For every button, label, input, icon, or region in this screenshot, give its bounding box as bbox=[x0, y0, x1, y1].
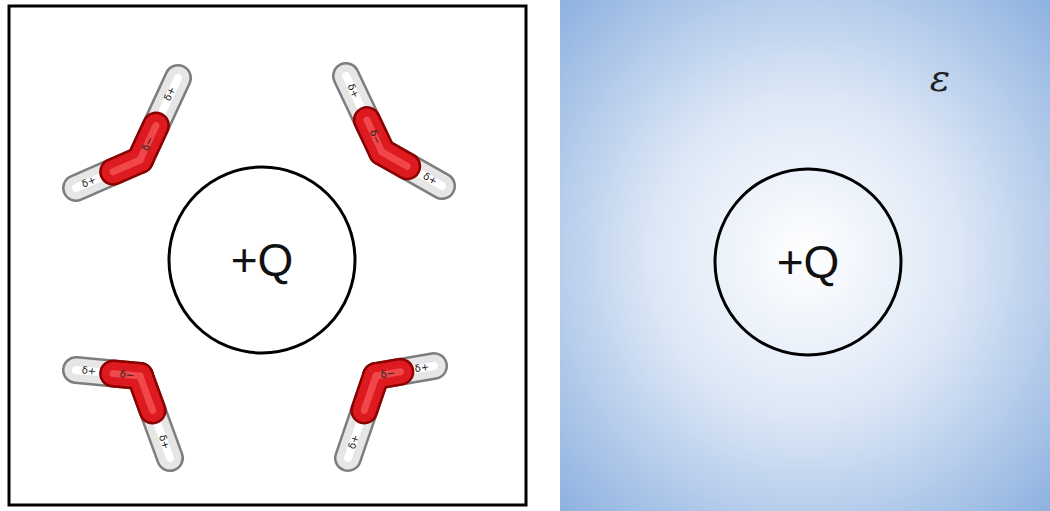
partial-charge: δ− bbox=[120, 369, 135, 380]
bond-cylinder bbox=[346, 76, 382, 152]
bond-cylinder bbox=[140, 376, 153, 410]
bond-cylinder bbox=[140, 376, 153, 410]
bond-cylinder bbox=[140, 78, 178, 160]
ion-charge: +Q bbox=[777, 235, 840, 289]
bond-cylinder bbox=[346, 76, 382, 152]
bond-cylinder bbox=[382, 152, 407, 166]
bond-cylinder bbox=[113, 160, 140, 172]
ion-circle: +Q bbox=[167, 165, 357, 355]
bond-cylinder bbox=[346, 76, 382, 152]
bond-cylinder bbox=[364, 376, 376, 410]
bond-cylinder bbox=[364, 376, 376, 410]
bond-cylinder bbox=[367, 120, 382, 152]
bond-cylinder bbox=[140, 78, 178, 160]
circle-outline bbox=[169, 167, 355, 353]
continuum-panel bbox=[560, 0, 1050, 511]
bond-cylinder bbox=[140, 376, 153, 410]
bond-cylinder bbox=[140, 78, 178, 160]
partial-charge: δ+ bbox=[81, 366, 96, 377]
bond-cylinder bbox=[113, 160, 140, 172]
circle-outline bbox=[715, 169, 901, 355]
bond-cylinder bbox=[382, 152, 407, 166]
bond-cylinder bbox=[113, 160, 140, 172]
ion-charge: +Q bbox=[231, 233, 294, 287]
explicit-solvent-panel bbox=[9, 6, 526, 505]
bond-cylinder bbox=[382, 152, 407, 166]
bond-cylinder bbox=[364, 376, 376, 410]
bond-cylinder bbox=[140, 126, 156, 160]
water-molecules bbox=[76, 76, 442, 458]
permittivity-symbol: ε bbox=[930, 59, 950, 97]
ion-circle: +Q bbox=[713, 167, 903, 357]
